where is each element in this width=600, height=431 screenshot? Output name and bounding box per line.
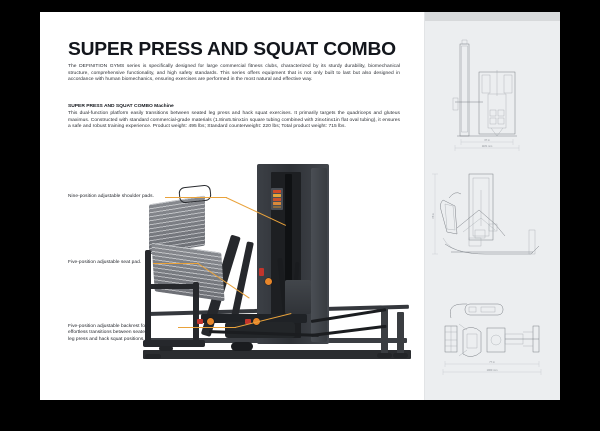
safety-lever-seat	[197, 319, 203, 324]
shoulder-pad-handle	[178, 184, 212, 204]
machine-paragraph: This dual-function platform easily trans…	[68, 111, 400, 130]
dim-plan-length-inner: 77 in	[489, 360, 495, 364]
drawing-side-elevation: 78 in	[425, 164, 560, 284]
dim-front-width-outer: 1181 mm	[481, 144, 492, 148]
callout-backrest: Five-position adjustable backrest for ef…	[68, 324, 148, 342]
dim-plan-length-outer: 1960 mm	[486, 368, 497, 372]
page-title: SUPER PRESS AND SQUAT COMBO	[68, 38, 396, 59]
dim-front-width-inner: 37 in	[484, 138, 490, 142]
safety-lever-upper	[259, 268, 264, 276]
callout-seat-pad-leader	[153, 263, 199, 264]
adjust-knob-seat	[207, 318, 214, 325]
page-content-column: SUPER PRESS AND SQUAT COMBO The DEFINITI…	[40, 12, 425, 400]
adjust-knob-backrest	[265, 278, 272, 285]
drawing-top-plan: 77 in 1960 mm	[425, 296, 560, 400]
weight-selector-panel	[271, 188, 283, 210]
callout-shoulder-pads: Nine-position adjustable shoulder pads.	[68, 194, 154, 199]
sidebar-top-band	[425, 12, 560, 21]
technical-drawings-sidebar: 37 in 1181 mm	[424, 12, 560, 400]
safety-lever-carriage	[245, 319, 251, 324]
product-photo	[135, 162, 425, 397]
machine-heading: SUPER PRESS AND SQUAT COMBO Machine	[68, 104, 174, 109]
drawing-front-elevation: 37 in 1181 mm	[425, 30, 560, 155]
intro-paragraph: The DEFINITION GYMS series is specifical…	[68, 64, 400, 83]
dim-side-height: 78 in	[431, 213, 435, 219]
callout-shoulder-pads-leader	[165, 197, 227, 198]
callout-seat-pad: Five-position adjustable seat pad.	[68, 260, 142, 265]
catalog-page: SUPER PRESS AND SQUAT COMBO The DEFINITI…	[40, 12, 560, 400]
seat-pad	[151, 242, 225, 302]
callout-backrest-leader	[178, 327, 236, 328]
